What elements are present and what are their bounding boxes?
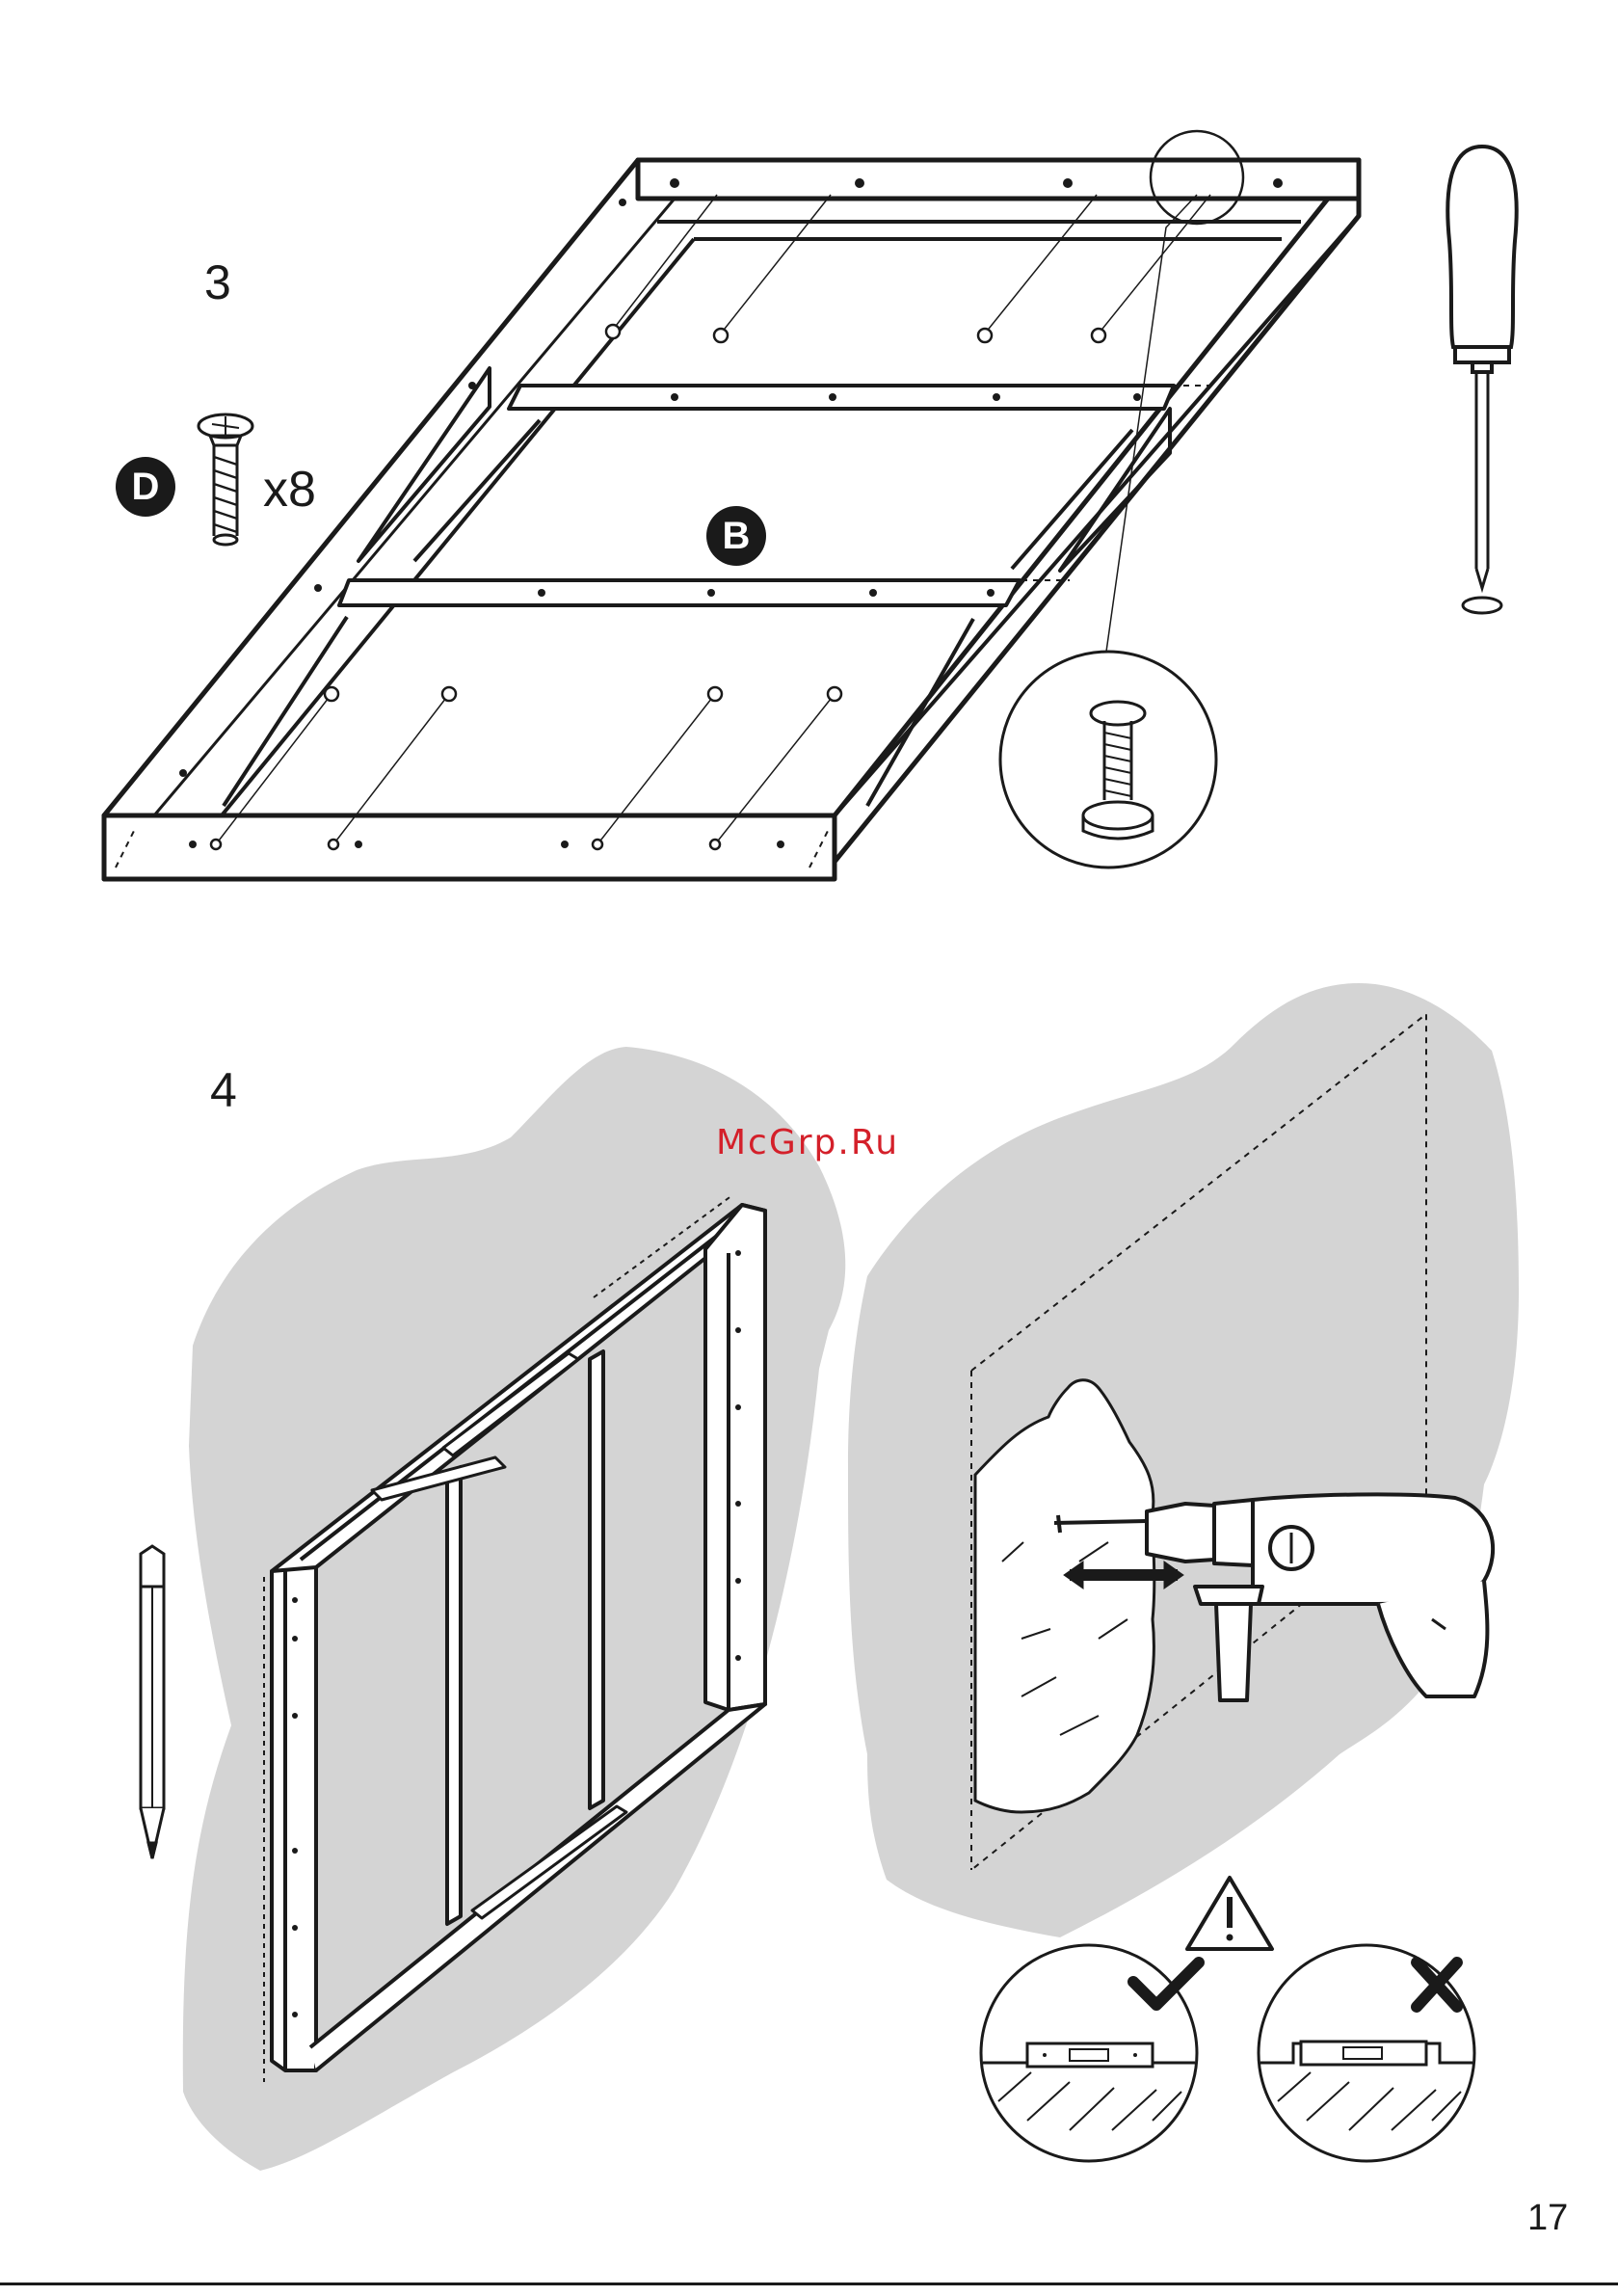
step-3-number: 3 [204,258,231,307]
step3-screw-detail [1000,652,1216,868]
warning-triangle-icon [1187,1878,1272,1949]
pencil-icon [141,1546,164,1858]
watermark-text: McGrp.Ru [716,1126,899,1161]
part-d-badge: D [116,457,175,517]
panel-b-badge: B [706,506,766,566]
wall-shade-right [848,983,1519,1937]
screw-d-icon [199,414,252,545]
screwdriver-icon [1447,147,1516,613]
page-number: 17 [1527,2200,1568,2236]
bottom-rule [0,2283,1618,2285]
wrong-level-detail [1259,1945,1474,2161]
correct-level-detail [981,1945,1199,2161]
part-d-quantity: x8 [263,465,316,515]
step-4-number: 4 [210,1066,237,1114]
